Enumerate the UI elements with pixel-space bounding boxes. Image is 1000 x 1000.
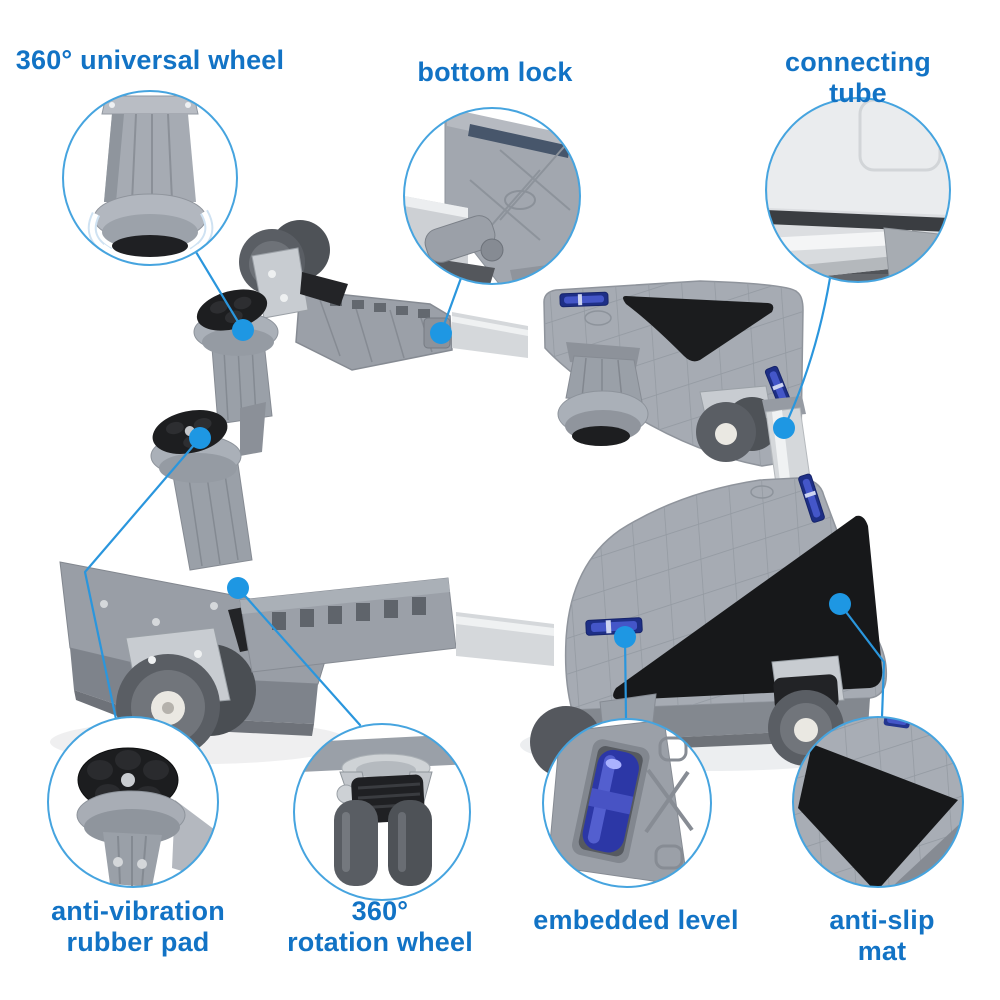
mounting-plate <box>300 734 470 772</box>
anti-slip-mat-upper <box>623 296 774 362</box>
marker-dots <box>189 319 851 648</box>
twin-wheel <box>388 800 432 886</box>
anti-vibration-detail <box>76 747 215 887</box>
twin-wheel <box>334 800 378 886</box>
lower-right-platform <box>564 473 888 752</box>
label-universal-wheel: 360° universal wheel <box>15 45 285 75</box>
wheel-hub <box>794 718 818 742</box>
brake-lever <box>300 272 348 306</box>
label-anti-vibration-pad: anti-vibration rubber pad <box>51 896 225 957</box>
callout-ring <box>47 716 219 888</box>
label-bottom-lock: bottom lock <box>417 57 573 87</box>
level-vial <box>571 739 650 864</box>
callout-embedded-level <box>542 718 712 888</box>
leader-universal-wheel <box>194 250 245 332</box>
marker-anti-slip <box>829 593 851 615</box>
callout-anti-slip-mat <box>792 716 964 888</box>
embedded-level-detail <box>547 719 694 887</box>
right-half-topside <box>530 280 888 778</box>
label-embedded-level: embedded level <box>533 905 739 935</box>
upper-right-foot <box>557 342 649 446</box>
marker-universal-wheel <box>232 319 254 341</box>
callout-anti-vibration-pad <box>47 716 219 888</box>
label-connecting-tube: connecting tube <box>784 47 932 108</box>
appliance-base-product <box>59 220 888 778</box>
rotation-wheel-detail <box>300 734 470 886</box>
rubber-pad <box>112 235 188 257</box>
callout-universal-wheel <box>62 90 238 266</box>
marker-connecting-tube <box>773 417 795 439</box>
middle-foot <box>150 402 266 571</box>
marker-rotation-wheel <box>227 577 249 599</box>
upper-arm-beam <box>295 289 528 371</box>
callout-ring <box>293 723 471 901</box>
label-rotation-wheel: 360° rotation wheel <box>287 896 473 957</box>
mat-surface <box>798 744 958 887</box>
embedded-level-strip <box>559 291 609 308</box>
lock-lever <box>424 215 496 263</box>
leader-connecting-tube <box>782 276 832 430</box>
wheel-hub <box>715 423 737 445</box>
leader-anti-vibration <box>83 436 202 721</box>
callout-ring <box>765 97 951 283</box>
leader-embedded-level <box>623 635 628 721</box>
leader-rotation-wheel <box>236 586 362 727</box>
marker-embedded-level <box>614 626 636 648</box>
callout-connecting-tube <box>765 97 951 283</box>
callout-ring <box>62 90 238 266</box>
callout-ring <box>403 107 581 285</box>
embedded-level-strip <box>585 617 643 636</box>
label-anti-slip-mat: anti-slip mat <box>829 905 935 966</box>
marker-anti-vibration <box>189 427 211 449</box>
anti-slip-detail <box>793 717 963 887</box>
leader-anti-slip <box>838 602 886 719</box>
callout-rotation-wheel <box>293 723 471 901</box>
anti-slip-mat-lower <box>613 515 883 700</box>
left-half-underside <box>59 220 554 758</box>
lower-rail-beam <box>239 577 554 673</box>
embedded-level-strip <box>798 473 825 523</box>
rubber-pad <box>572 426 630 446</box>
callout-bottom-lock <box>403 107 581 285</box>
beam-ribs <box>319 299 433 363</box>
callout-ring <box>792 716 964 888</box>
universal-wheel-detail <box>87 95 214 262</box>
marker-bottom-lock <box>430 322 452 344</box>
callout-ring <box>542 718 712 888</box>
leader-lines <box>83 250 886 727</box>
